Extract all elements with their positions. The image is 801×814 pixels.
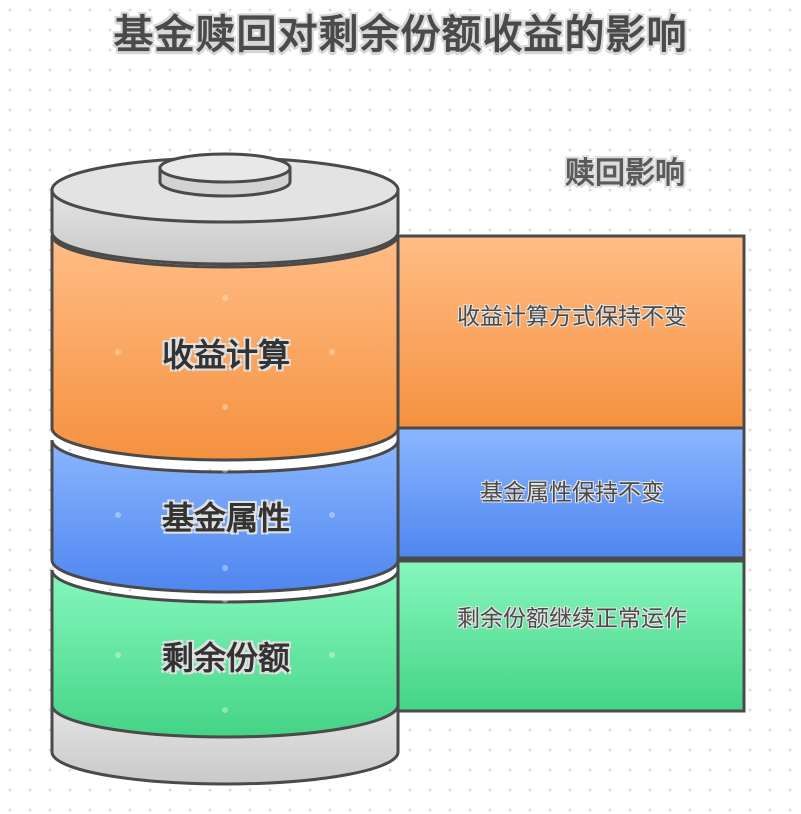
layer-label-attributes: 基金属性 [161,499,290,537]
segment-attributes [50,439,400,594]
effect-text-attributes: 基金属性保持不变 [480,480,664,506]
redemption-impact-heading: 赎回影响 [565,156,685,191]
layer-label-remaining: 剩余份额 [161,639,290,677]
layer-label-income: 收益计算 [161,336,290,374]
page-title: 基金赎回对剩余份额收益的影响 [113,12,688,58]
effect-text-income: 收益计算方式保持不变 [457,304,687,330]
segment-income [50,234,400,462]
segment-remaining [50,569,400,739]
effect-text-remaining: 剩余份额继续正常运作 [457,606,687,632]
effect-box-remaining [396,559,746,713]
